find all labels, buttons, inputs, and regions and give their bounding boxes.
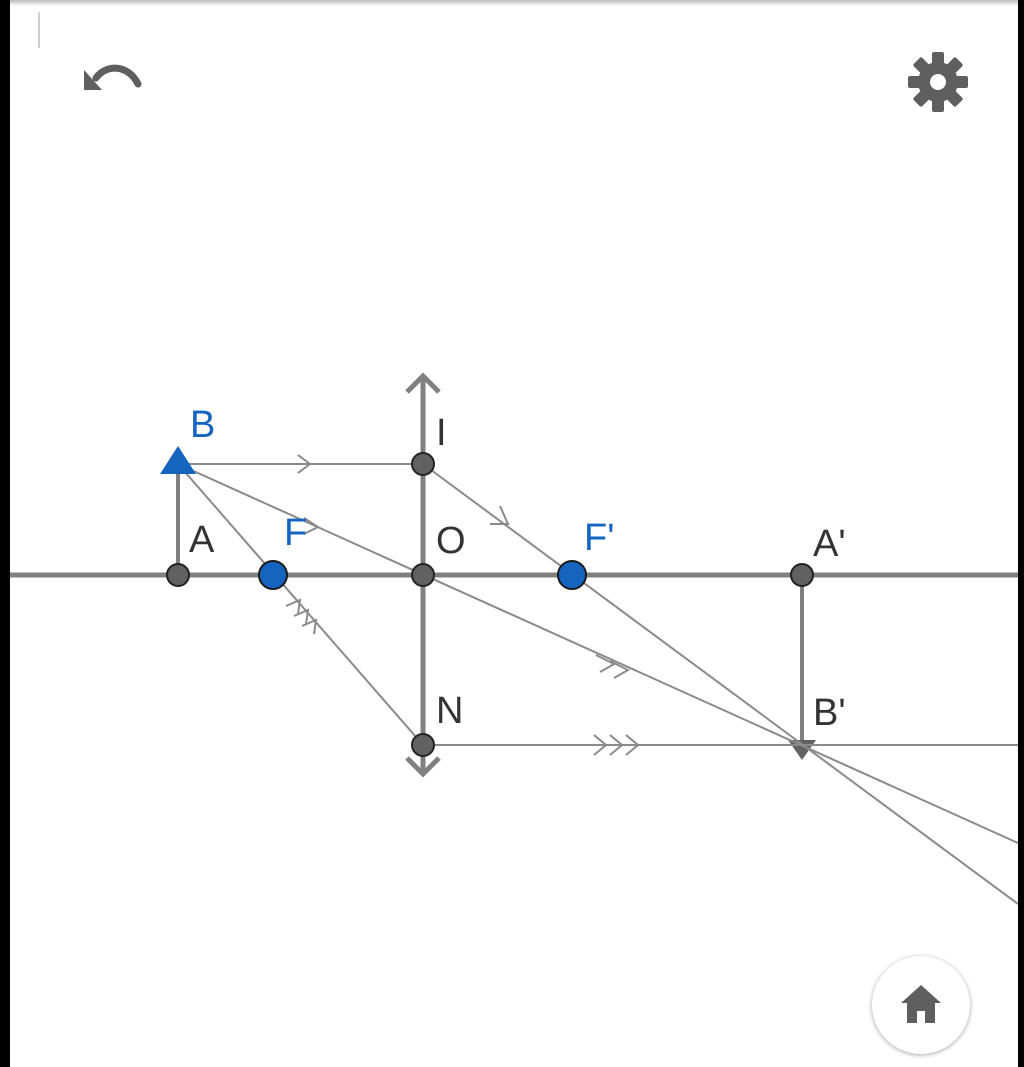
undo-icon — [84, 64, 142, 90]
label-o: O — [436, 520, 466, 562]
label-i: I — [436, 412, 447, 454]
label-a: A — [189, 519, 215, 561]
lens-top-arrowhead — [405, 372, 441, 394]
label-a-prime: A' — [813, 523, 846, 565]
ray-chevron-2 — [490, 505, 510, 525]
ray-through-focus-in — [177, 463, 424, 746]
canvas-frame: B A F I O F' A' B' N — [10, 0, 1018, 1067]
label-n: N — [436, 690, 463, 732]
point-a[interactable] — [166, 563, 190, 587]
ray-chevron-5a — [285, 598, 302, 615]
point-i[interactable] — [411, 452, 435, 476]
label-f: F — [284, 512, 307, 554]
ray-chevron-3 — [303, 517, 321, 535]
lens-diagram[interactable]: B A F I O F' A' B' N — [10, 0, 1018, 1067]
point-f[interactable] — [258, 560, 288, 590]
ray-chevron-5c — [301, 618, 318, 635]
top-shadow — [10, 0, 1018, 6]
ray-chevron-4b — [609, 660, 631, 679]
point-o[interactable] — [411, 563, 435, 587]
point-a-prime[interactable] — [790, 563, 814, 587]
point-b-handle[interactable] — [160, 446, 196, 474]
home-icon — [901, 985, 941, 1023]
lens-bottom-arrowhead — [405, 756, 441, 778]
ray-chevron-6c — [625, 734, 640, 756]
home-button[interactable] — [872, 956, 970, 1054]
label-b: B — [190, 404, 215, 446]
ray-parallel-out — [422, 463, 1018, 905]
point-n[interactable] — [411, 733, 435, 757]
ray-chevron-6b — [609, 734, 624, 756]
label-f-prime: F' — [584, 517, 614, 559]
ray-chevron-6a — [593, 734, 608, 756]
point-f-prime[interactable] — [557, 560, 587, 590]
text-cursor — [38, 12, 40, 48]
settings-button[interactable] — [902, 46, 974, 118]
undo-button[interactable] — [76, 50, 146, 110]
label-b-prime: B' — [813, 692, 846, 734]
ray-chevron-5b — [293, 608, 310, 625]
gear-icon — [908, 52, 968, 112]
ray-chevron-1 — [297, 454, 312, 474]
